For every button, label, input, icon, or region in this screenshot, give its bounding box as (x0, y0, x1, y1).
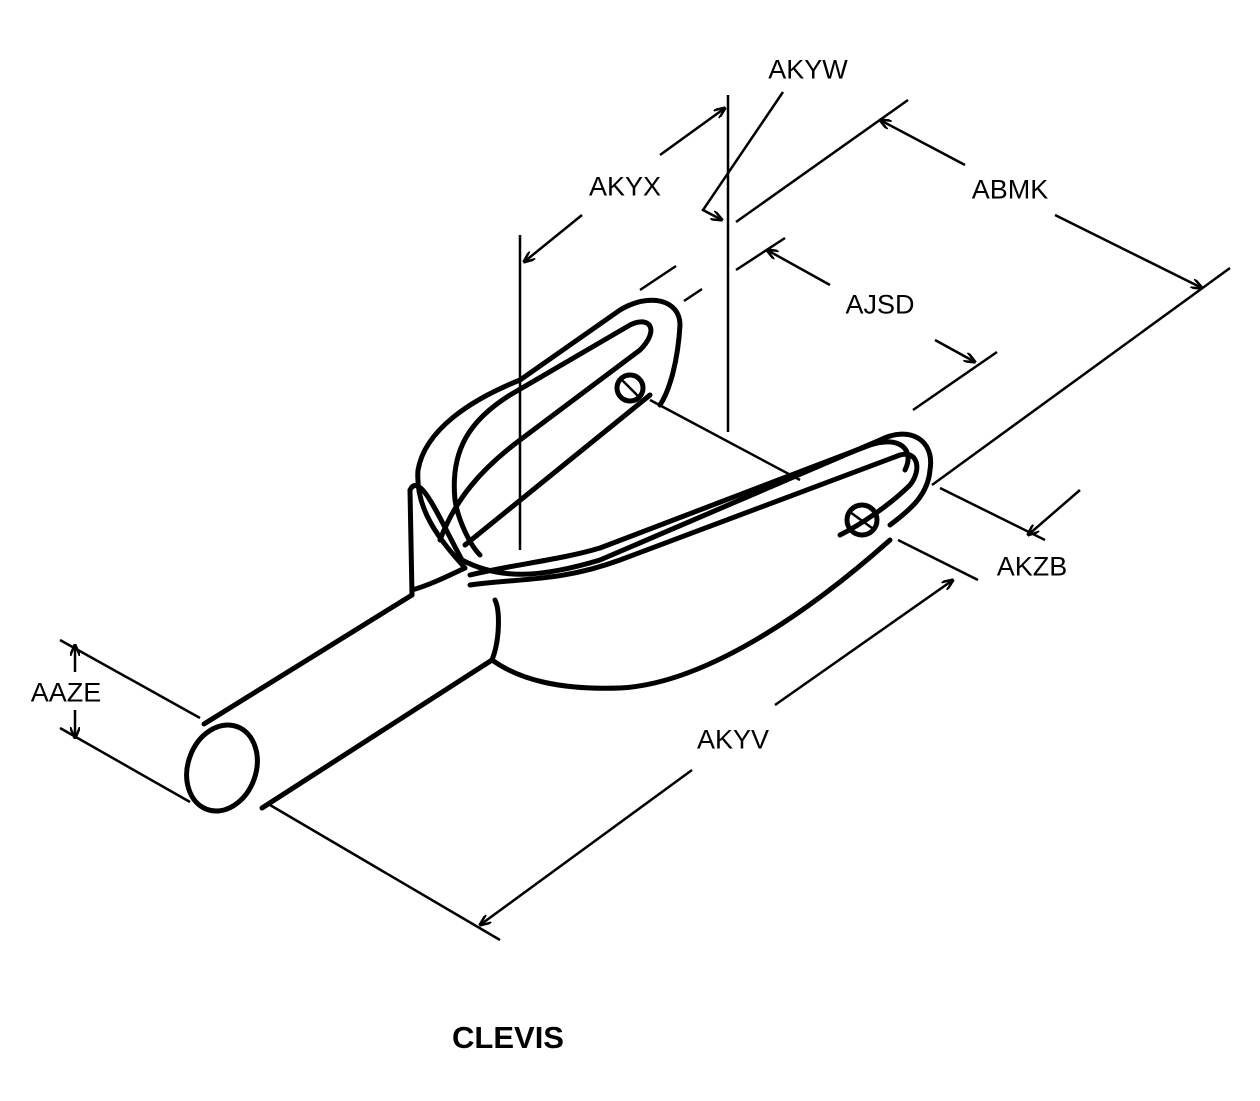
dimension-label-akyv: AKYV (696, 724, 770, 755)
dimension-label-aaze: AAZE (30, 677, 102, 708)
dimension-label-akyw: AKYW (768, 54, 848, 85)
clevis-part (184, 297, 934, 814)
drawing-title: CLEVIS (452, 1020, 564, 1055)
dimension-label-ajsd: AJSD (845, 289, 915, 320)
dimension-label-akzb: AKZB (996, 551, 1068, 582)
dimension-label-akyx: AKYX (588, 171, 662, 202)
dimension-label-abmk: ABMK (971, 174, 1049, 205)
dimension-lines (59, 91, 1231, 942)
